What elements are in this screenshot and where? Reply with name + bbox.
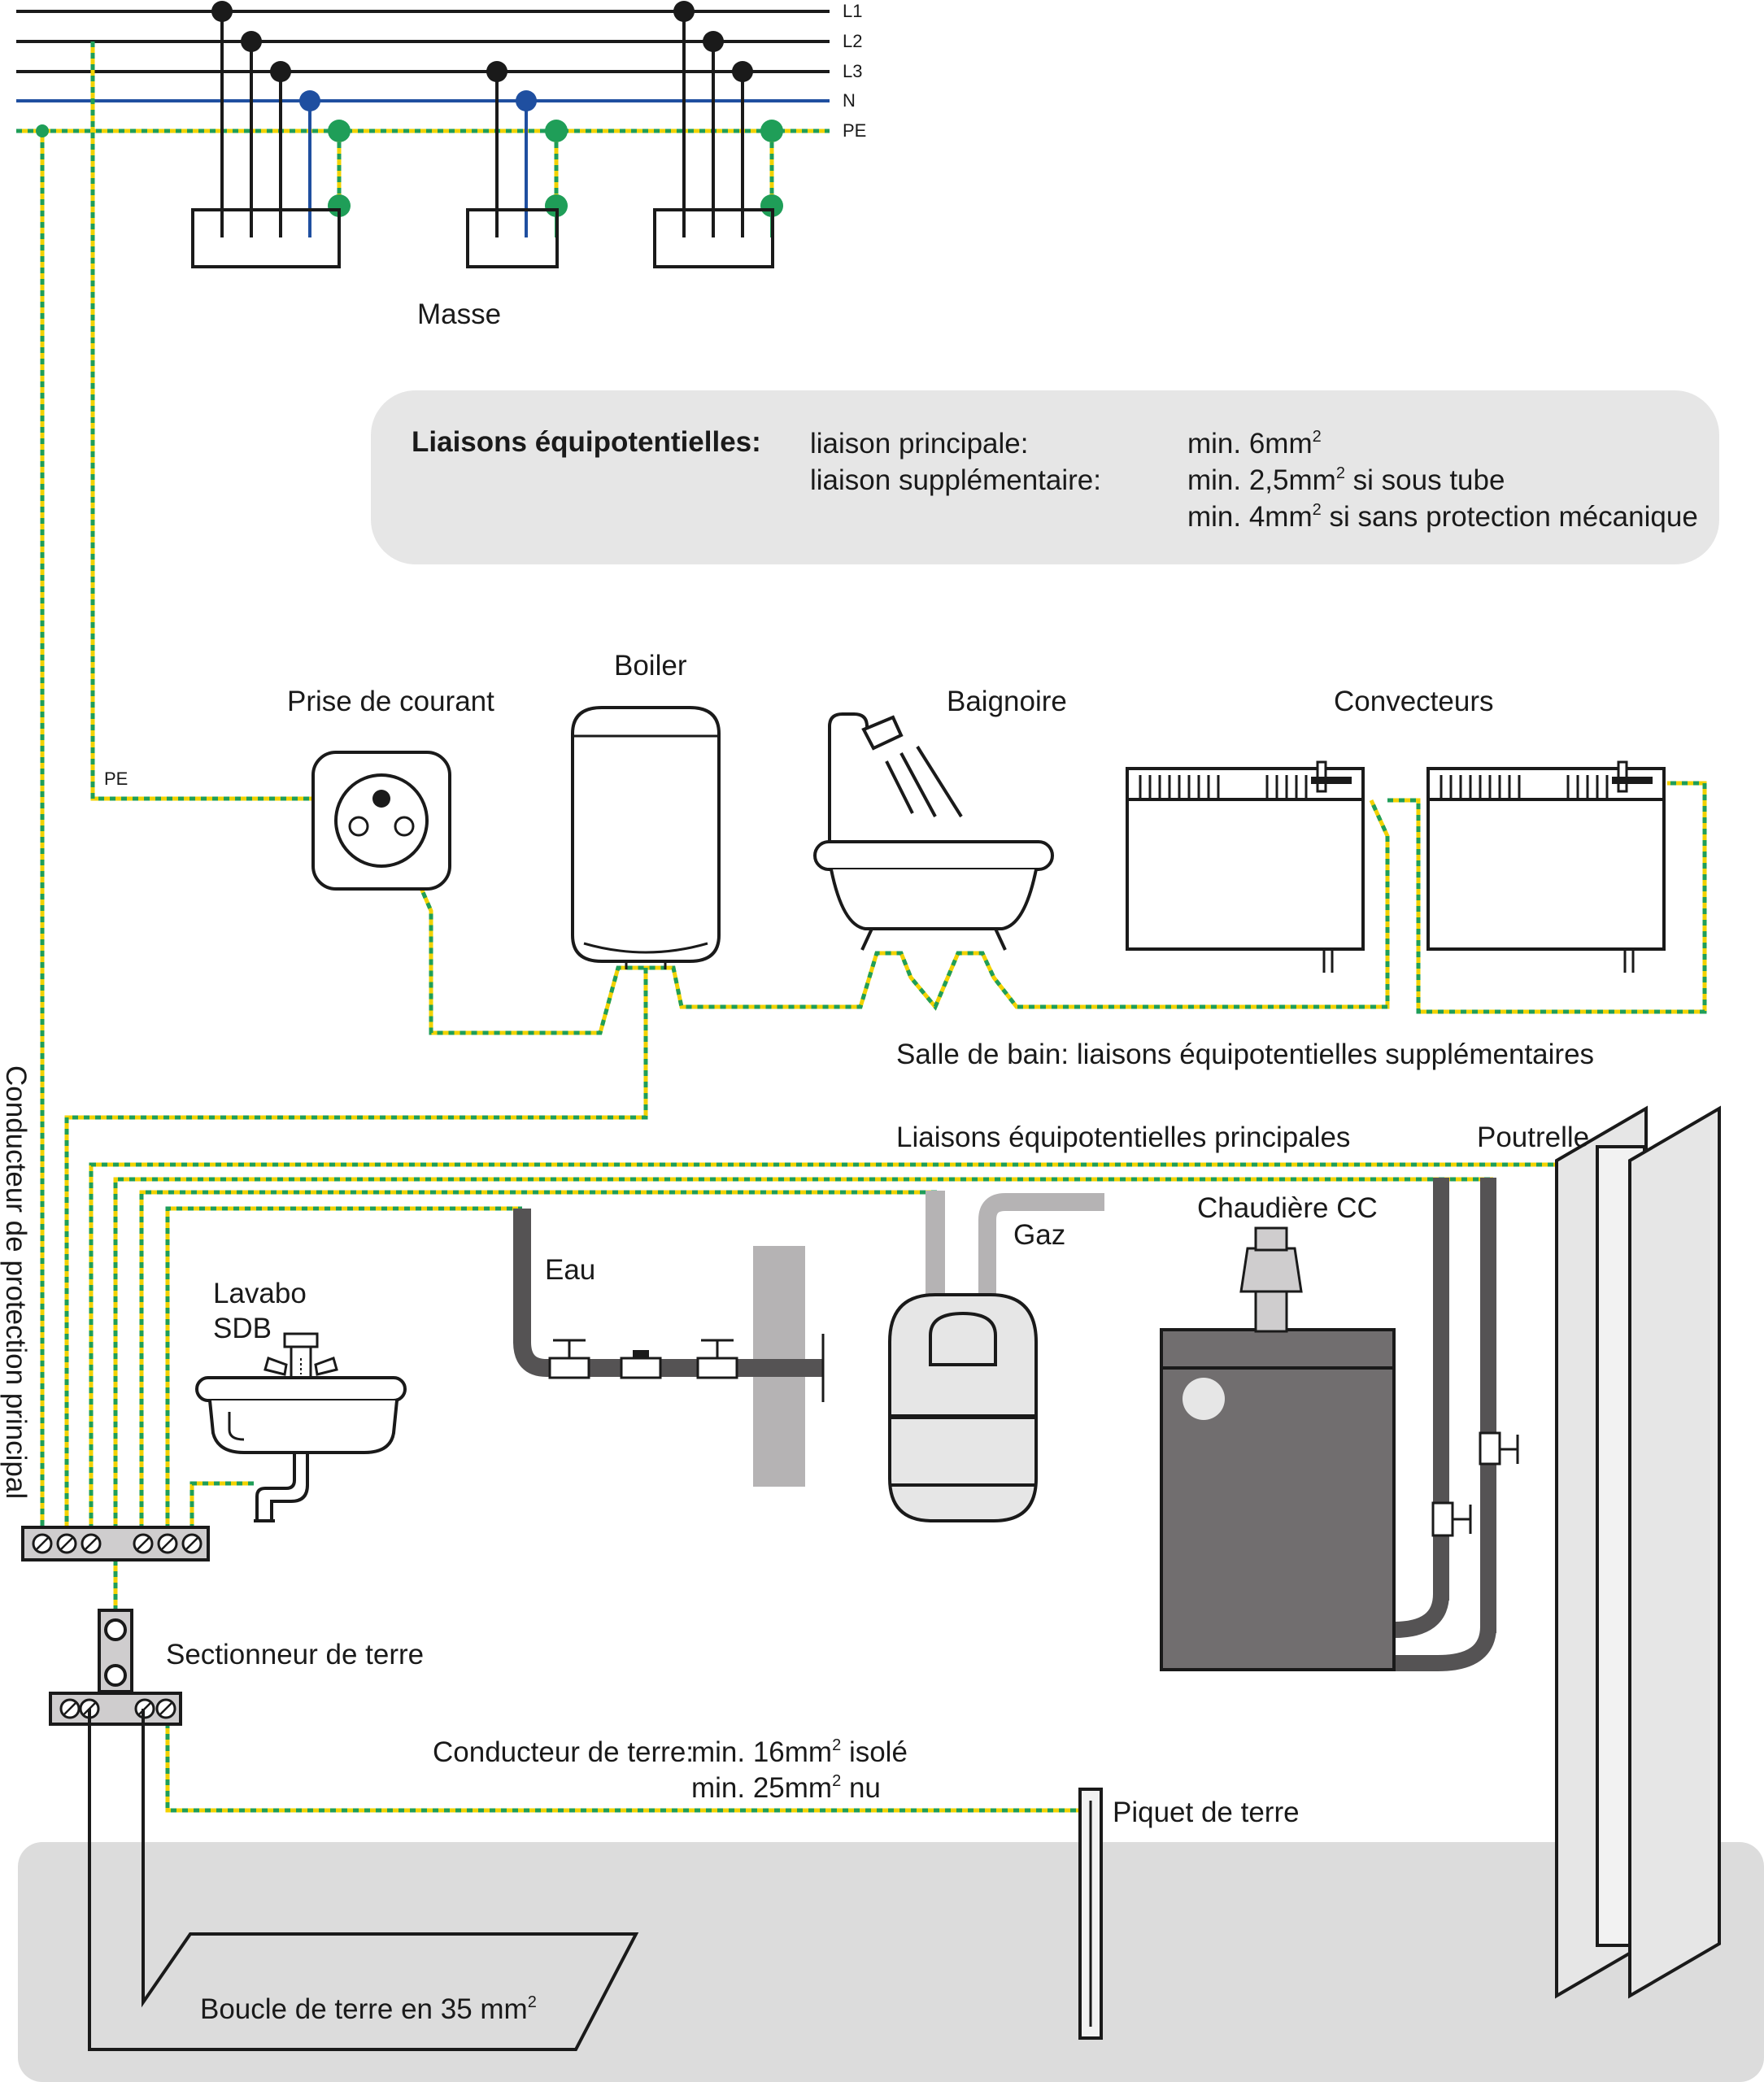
steel-beam <box>1555 1105 1721 1999</box>
bus-label-l3: L3 <box>843 61 862 81</box>
info-row1-label: liaison principale: <box>810 428 1028 460</box>
bathtub-label: Baignoire <box>947 686 1067 717</box>
masse-load-2 <box>466 61 568 268</box>
water-pipe <box>513 1209 825 1487</box>
beam-label: Poutrelle <box>1477 1122 1589 1153</box>
ground-soil-area <box>18 1842 1764 2082</box>
socket-label: Prise de courant <box>287 686 494 717</box>
main-bonding-label: Liaisons équipotentielles principales <box>896 1122 1350 1153</box>
boiler-label: Boiler <box>614 650 687 682</box>
bus-label-n: N <box>843 90 856 111</box>
main-earthing-terminal <box>21 1526 210 1562</box>
earth-conductor-insulated: min. 16mm2 isolé <box>691 1736 908 1768</box>
earth-conductor-label: Conducteur de terre: <box>433 1736 694 1768</box>
bus-label-l1: L1 <box>843 1 862 21</box>
earth-rod <box>1078 1788 1103 2040</box>
info-row2-label: liaison supplémentaire: <box>810 464 1101 496</box>
masse-load-3 <box>653 1 783 268</box>
earth-disconnector <box>49 1609 182 1726</box>
earth-rod-label: Piquet de terre <box>1113 1797 1300 1828</box>
gas-meter <box>888 1191 1104 1522</box>
bathroom-bonding-label: Salle de bain: liaisons équipotentielles… <box>896 1039 1594 1070</box>
info-panel-background <box>371 390 1719 564</box>
info-row1-value: min. 6mm2 <box>1187 428 1322 460</box>
masse-label: Masse <box>417 298 501 330</box>
disconnector-label: Sectionneur de terre <box>166 1639 424 1670</box>
wash-basin <box>195 1332 407 1522</box>
info-heading: Liaisons équipotentielles: <box>412 426 761 458</box>
central-heating-boiler <box>1160 1178 1519 1671</box>
earth-loop <box>88 1709 639 2051</box>
water-label: Eau <box>545 1254 595 1286</box>
sink-label-line1: Lavabo <box>213 1278 307 1309</box>
info-panel: Liaisons équipotentielles: liaison princ… <box>412 426 1698 533</box>
convector-2 <box>1426 760 1666 973</box>
pe-small-label: PE <box>104 769 128 789</box>
bus-label-pe: PE <box>843 120 866 141</box>
earth-loop-label: Boucle de terre en 35 mm2 <box>200 1993 537 2025</box>
heating-boiler-label: Chaudière CC <box>1197 1192 1378 1224</box>
info-row2-value: min. 2,5mm2 si sous tube <box>1187 464 1505 496</box>
bathtub <box>813 712 1054 951</box>
gas-label: Gaz <box>1013 1219 1065 1251</box>
masse-load-1 <box>191 1 351 268</box>
info-row3-value: min. 4mm2 si sans protection mécanique <box>1187 501 1698 533</box>
convectors-label: Convecteurs <box>1334 686 1493 717</box>
supply-bus: L1 L2 L3 N PE <box>16 1 866 141</box>
earth-conductor-bare: min. 25mm2 nu <box>691 1772 881 1804</box>
bonding-conductors <box>36 41 1707 1813</box>
socket-outlet <box>311 751 451 891</box>
convector-1 <box>1126 760 1365 973</box>
water-heater <box>571 706 721 969</box>
sink-label-line2: SDB <box>213 1313 272 1344</box>
main-protection-conductor-label: Conducteur de protection principal <box>0 1065 32 1499</box>
bus-label-l2: L2 <box>843 31 862 51</box>
